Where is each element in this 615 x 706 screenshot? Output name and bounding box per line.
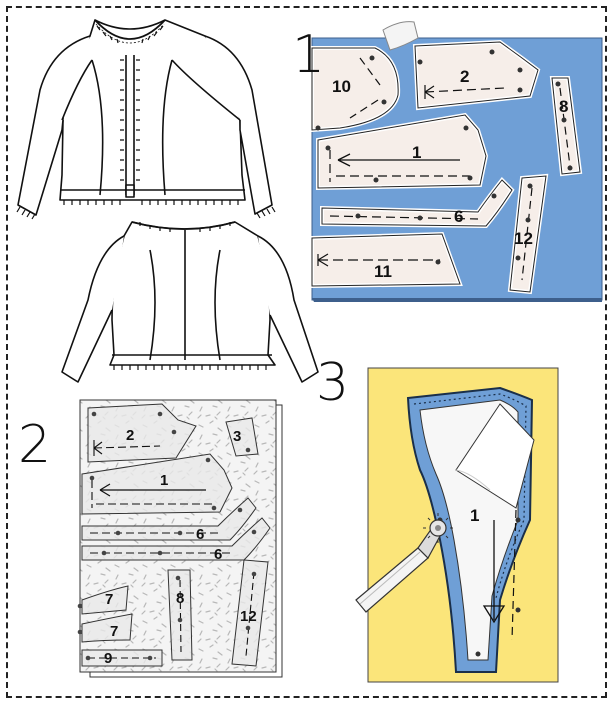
p2-label-1: 1 (160, 472, 168, 489)
dashed-border-frame (6, 6, 607, 698)
pattern-piece-2 (412, 39, 541, 111)
pattern-piece-12 (507, 173, 549, 295)
piece-label-11: 11 (374, 262, 392, 281)
p2-piece-7-pair (77, 585, 133, 643)
p2-label-12: 12 (240, 608, 257, 625)
step-number-3: 3 (316, 353, 349, 413)
piece-label-1: 1 (412, 143, 421, 162)
p2-label-2: 2 (126, 427, 134, 444)
p2-piece-2 (87, 403, 197, 463)
step-number-2: 2 (18, 415, 51, 475)
pattern-piece-1 (316, 112, 489, 191)
p2-label-7b: 7 (110, 623, 118, 640)
p2-piece-12 (231, 559, 269, 667)
pattern-piece-11 (310, 231, 463, 289)
piece-label-2: 2 (460, 67, 469, 86)
p2-label-6a: 6 (196, 526, 204, 543)
piece-label-10: 10 (332, 77, 351, 96)
pattern-piece-10 (310, 46, 401, 133)
pattern-piece-8 (549, 76, 583, 177)
panel-3-tracing-wheel (355, 367, 559, 683)
jacket-front-drawing (16, 19, 276, 220)
p2-label-6b: 6 (214, 546, 222, 563)
piece-label-6: 6 (454, 207, 463, 226)
pattern-piece-6 (320, 177, 515, 229)
p2-label-3: 3 (233, 428, 241, 445)
panel-1-blue-fabric-layout (310, 21, 603, 302)
p2-piece-9 (81, 649, 163, 667)
p2-piece-6b (81, 517, 271, 561)
tracing-wheel-tool (355, 513, 453, 613)
step-number-1: 1 (292, 25, 325, 85)
p2-piece-6a (81, 497, 257, 541)
p2-label-9: 9 (104, 650, 112, 667)
jacket-back-drawing (61, 221, 319, 383)
p2-piece-1 (81, 453, 233, 515)
piece-label-8: 8 (559, 97, 568, 116)
panel-2-printed-fabric-layout (77, 399, 283, 678)
piece-label-12: 12 (514, 229, 533, 248)
p3-label-1: 1 (470, 506, 479, 525)
p2-piece-8 (167, 569, 193, 661)
p2-label-7a: 7 (105, 591, 113, 608)
p2-label-8: 8 (176, 590, 184, 607)
p2-piece-3 (225, 417, 259, 457)
